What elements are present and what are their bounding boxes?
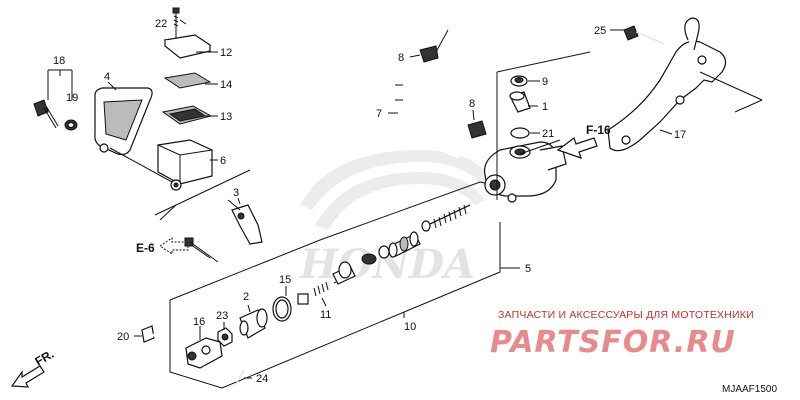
callout-5: 5 <box>525 263 531 275</box>
snap-ring-15 <box>272 296 292 322</box>
cotter-pin-24 <box>235 369 245 385</box>
clamp-8-top-shape <box>419 45 439 63</box>
pin-20 <box>141 325 165 345</box>
front-arrow-icon <box>10 365 45 388</box>
watermark-caption: ЗАПЧАСТИ И АКСЕССУАРЫ ДЛЯ МОТОТЕХНИКИ <box>498 309 754 321</box>
bracket-plate-shape <box>607 40 727 152</box>
watermark-shop-name: PARTSFOR.RU <box>490 325 736 360</box>
o-ring-21-shape <box>510 127 530 139</box>
piston-kit-group <box>361 204 471 265</box>
ref-e6-group <box>159 237 219 263</box>
joint-16 <box>185 337 223 369</box>
callout-10: 10 <box>404 321 416 333</box>
master-cylinder-group <box>483 51 591 203</box>
ref-f16-group <box>556 137 598 159</box>
callout-8-top: 8 <box>398 52 404 64</box>
shop-watermark: ЗАПЧАСТИ И АКСЕССУАРЫ ДЛЯ МОТОТЕХНИКИ PA… <box>490 309 754 360</box>
callout-18: 18 <box>53 55 65 67</box>
screw-22-shape <box>172 7 180 14</box>
callout-20: 20 <box>117 331 129 343</box>
callout-4: 4 <box>104 71 110 83</box>
callout-23: 23 <box>216 310 228 322</box>
callout-17: 17 <box>674 129 686 141</box>
diagram-code: MJAAF1500 <box>722 384 777 395</box>
callout-9: 9 <box>542 76 548 88</box>
callout-22: 22 <box>155 18 167 30</box>
reservoir-cover <box>94 87 173 183</box>
front-direction-indicator: FR. <box>10 347 57 388</box>
reservoir-assembly <box>157 7 213 191</box>
front-label: FR. <box>33 347 57 369</box>
set-plate-shape <box>163 72 212 89</box>
honda-watermark: HONDA <box>299 150 500 288</box>
callout-24: 24 <box>256 373 268 385</box>
bolt-25-head <box>623 25 639 41</box>
callout-19: 19 <box>66 92 78 104</box>
bolt-18-head <box>33 99 49 117</box>
stay-shape <box>231 204 263 245</box>
stay-3-group <box>227 199 263 245</box>
callout-6: 6 <box>220 155 226 167</box>
leader-lines <box>47 19 673 379</box>
clamp-8-lower-shape <box>467 120 487 139</box>
nut-23 <box>217 327 233 347</box>
bolt-18-group <box>33 99 78 131</box>
callout-3: 3 <box>233 187 239 199</box>
callout-16: 16 <box>193 316 205 328</box>
callout-1: 1 <box>542 101 548 113</box>
hose-group <box>394 29 487 159</box>
callout-13: 13 <box>220 111 232 123</box>
callout-labels: 1 2 3 4 5 6 7 8 8 9 10 11 12 13 14 15 16… <box>53 18 686 385</box>
callout-2: 2 <box>243 291 249 303</box>
boot-2 <box>239 308 268 339</box>
callout-7: 7 <box>376 108 382 120</box>
callout-25: 25 <box>594 25 606 37</box>
ref-f16-label: F-16 <box>586 123 611 137</box>
push-rod-group <box>297 261 356 305</box>
callout-14: 14 <box>220 79 232 91</box>
callout-11: 11 <box>320 309 331 321</box>
callout-15: 15 <box>279 274 291 286</box>
callout-12: 12 <box>220 47 232 59</box>
reservoir-body-shape <box>157 139 213 185</box>
ref-e6-label: E-6 <box>136 241 155 255</box>
callout-21: 21 <box>542 128 554 140</box>
bracket-17-group <box>607 17 763 152</box>
callout-8-lower: 8 <box>469 98 475 110</box>
